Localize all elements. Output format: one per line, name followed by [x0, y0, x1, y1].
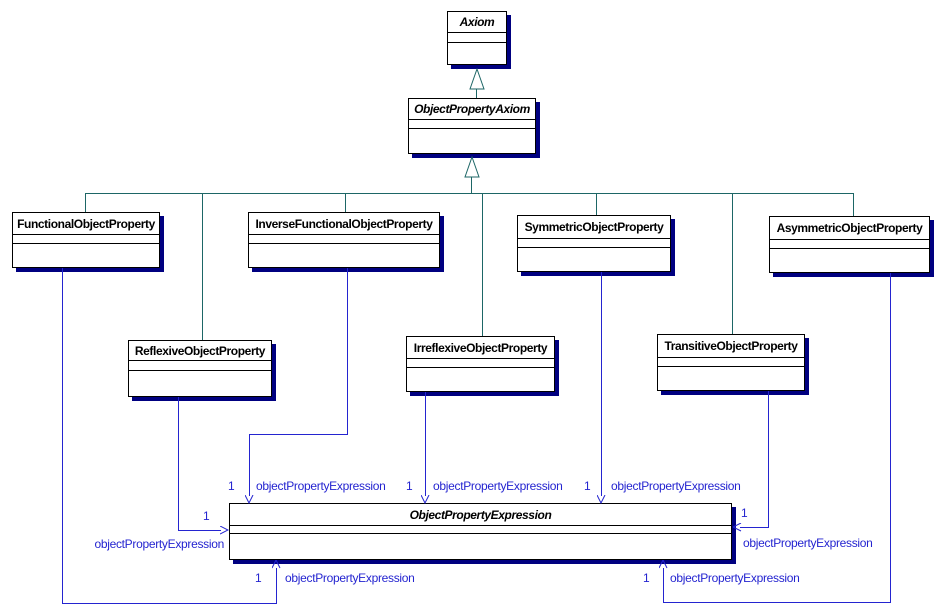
- operations-compartment: [448, 43, 506, 64]
- multiplicity-label: 1: [255, 571, 262, 585]
- generalization-bus-line: [85, 193, 853, 194]
- multiplicity-label: 1: [203, 509, 210, 523]
- association-line: [768, 391, 769, 527]
- association-role-label: objectPropertyExpression: [611, 479, 741, 493]
- association-line: [178, 397, 179, 530]
- operations-compartment: [129, 371, 271, 396]
- class-name: AsymmetricObjectProperty: [770, 217, 929, 240]
- generalization-line: [471, 177, 472, 193]
- attributes-compartment: [13, 235, 159, 244]
- association-line: [740, 527, 769, 528]
- multiplicity-label: 1: [228, 479, 235, 493]
- association-role-label: objectPropertyExpression: [670, 571, 800, 585]
- association-line: [601, 272, 602, 496]
- association-line: [276, 568, 277, 603]
- class-name: IrreflexiveObjectProperty: [407, 337, 554, 359]
- class-asymmetricobjectproperty[interactable]: AsymmetricObjectProperty: [769, 216, 930, 273]
- class-reflexiveobjectproperty[interactable]: ReflexiveObjectProperty: [128, 340, 272, 397]
- association-line: [62, 603, 277, 604]
- attributes-compartment: [518, 239, 670, 248]
- attributes-compartment: [249, 235, 439, 244]
- operations-compartment: [658, 367, 804, 390]
- class-name: ObjectPropertyAxiom: [409, 99, 535, 120]
- operations-compartment: [230, 534, 731, 559]
- association-line: [425, 392, 426, 496]
- class-name: FunctionalObjectProperty: [13, 213, 159, 235]
- attributes-compartment: [658, 358, 804, 367]
- multiplicity-label: 1: [406, 479, 413, 493]
- arrowhead-left-icon: [733, 523, 742, 532]
- class-name: ReflexiveObjectProperty: [129, 341, 271, 361]
- class-inversefunctionalobjectproperty[interactable]: InverseFunctionalObjectProperty: [248, 212, 440, 268]
- arrowhead-up-icon: [659, 560, 668, 569]
- attributes-compartment: [230, 526, 731, 534]
- operations-compartment: [13, 244, 159, 267]
- class-functionalobjectproperty[interactable]: FunctionalObjectProperty: [12, 212, 160, 268]
- association-line: [249, 434, 250, 496]
- class-name: TransitiveObjectProperty: [658, 335, 804, 358]
- arrowhead-down-icon: [421, 495, 430, 504]
- generalization-line: [476, 89, 477, 98]
- class-objectpropertyaxiom[interactable]: ObjectPropertyAxiom: [408, 98, 536, 154]
- arrowhead-down-icon: [245, 495, 254, 504]
- association-line: [890, 273, 891, 602]
- association-line: [249, 434, 348, 435]
- association-line: [663, 602, 891, 603]
- generalization-arrow-icon: [464, 156, 480, 178]
- arrowhead-down-icon: [597, 495, 606, 504]
- generalization-line: [345, 193, 346, 212]
- class-irreflexiveobjectproperty[interactable]: IrreflexiveObjectProperty: [406, 336, 555, 392]
- operations-compartment: [770, 249, 929, 272]
- class-name: ObjectPropertyExpression: [230, 504, 731, 526]
- association-role-label: objectPropertyExpression: [285, 571, 415, 585]
- attributes-compartment: [129, 361, 271, 371]
- generalization-line: [202, 193, 203, 340]
- attributes-compartment: [770, 240, 929, 249]
- generalization-line: [853, 193, 854, 216]
- association-line: [62, 268, 63, 603]
- association-role-label: objectPropertyExpression: [94, 537, 224, 551]
- class-name: SymmetricObjectProperty: [518, 216, 670, 239]
- attributes-compartment: [409, 120, 535, 129]
- generalization-line: [482, 193, 483, 336]
- association-line: [178, 530, 221, 531]
- attributes-compartment: [407, 359, 554, 368]
- class-symmetricobjectproperty[interactable]: SymmetricObjectProperty: [517, 215, 671, 272]
- class-objectpropertyexpression[interactable]: ObjectPropertyExpression: [229, 503, 732, 560]
- association-line: [347, 268, 348, 434]
- class-name: Axiom: [448, 12, 506, 33]
- generalization-line: [596, 193, 597, 215]
- multiplicity-label: 1: [643, 571, 650, 585]
- association-role-label: objectPropertyExpression: [256, 479, 386, 493]
- arrowhead-up-icon: [272, 560, 281, 569]
- operations-compartment: [518, 248, 670, 271]
- attributes-compartment: [448, 33, 506, 43]
- arrowhead-right-icon: [220, 526, 229, 535]
- multiplicity-label: 1: [741, 506, 748, 520]
- class-transitiveobjectproperty[interactable]: TransitiveObjectProperty: [657, 334, 805, 391]
- operations-compartment: [409, 129, 535, 153]
- generalization-arrow-icon: [469, 68, 485, 90]
- operations-compartment: [407, 368, 554, 391]
- generalization-line: [85, 193, 86, 212]
- class-name: InverseFunctionalObjectProperty: [249, 213, 439, 235]
- association-role-label: objectPropertyExpression: [743, 536, 873, 550]
- association-role-label: objectPropertyExpression: [433, 479, 563, 493]
- generalization-line: [732, 193, 733, 334]
- operations-compartment: [249, 244, 439, 267]
- class-axiom[interactable]: Axiom: [447, 11, 507, 65]
- multiplicity-label: 1: [584, 479, 591, 493]
- association-line: [663, 568, 664, 602]
